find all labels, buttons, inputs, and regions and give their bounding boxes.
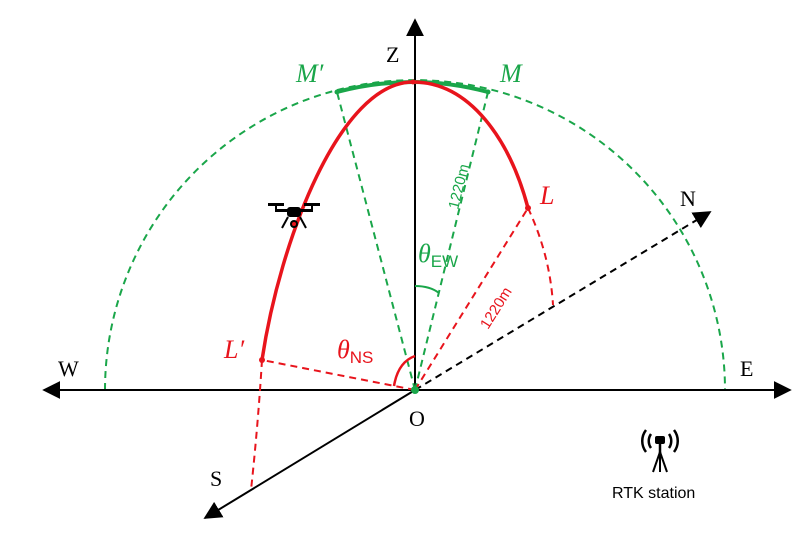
label-mprime: M′ [295,59,324,88]
projection-l [527,207,554,306]
label-z: Z [386,42,399,67]
theta-ns-label: θNS [337,335,373,367]
theta-ew-symbol: θ [418,239,431,268]
label-l: L [539,181,554,210]
point-origin [411,386,419,394]
distance-red-label: 1220m [477,284,516,332]
theta-ns-arc [392,354,416,387]
label-s: S [210,466,222,491]
rtk-station-label: RTK station [612,485,695,502]
point-mprime [334,89,340,95]
point-l [525,205,531,211]
n-axis [414,211,712,391]
line-o-mprime [336,91,416,391]
point-lprime [259,357,265,363]
theta-ew-arc [414,285,440,294]
theta-ns-symbol: θ [337,335,350,364]
point-top [410,79,416,85]
theta-ew-subscript: EW [431,252,458,271]
distance-green-label: 1220m [445,162,473,211]
antenna-tripod-icon [641,429,679,473]
drone-icon [268,203,320,229]
label-lprime: L′ [223,335,244,364]
point-m [485,89,491,95]
theta-ew-label: θEW [418,239,458,271]
s-axis [203,389,416,519]
flight-trajectory [260,80,530,361]
theta-ns-subscript: NS [350,348,374,367]
label-n: N [680,186,696,211]
label-origin: O [409,406,425,431]
line-o-m [414,91,489,391]
label-e: E [740,356,753,381]
projection-lprime [250,359,263,491]
line-o-lprime [261,359,416,391]
label-w: W [58,356,79,381]
label-m: M [499,59,523,88]
